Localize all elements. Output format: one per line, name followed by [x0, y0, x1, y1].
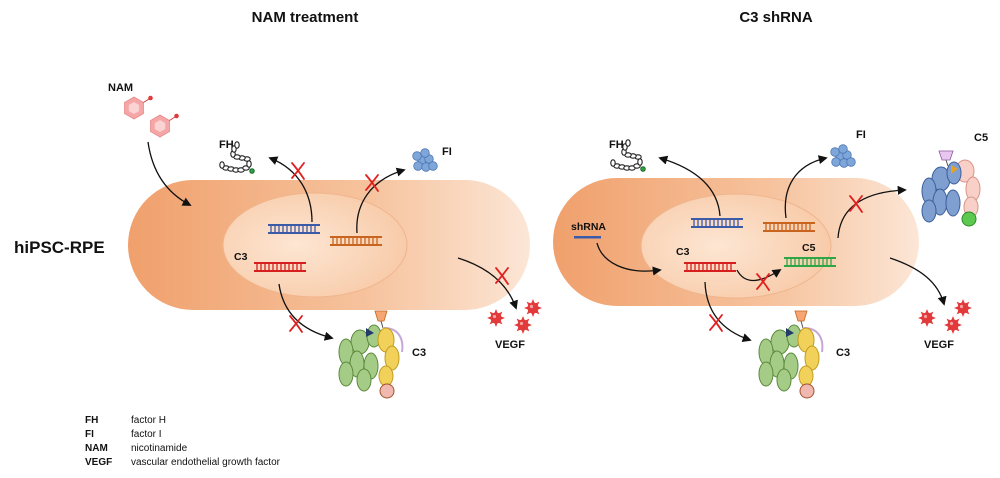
c3-gene-label: C3 [234, 251, 248, 263]
nam-molecule-icon [124, 95, 154, 120]
c3-secretion-arrow [278, 283, 334, 341]
legend-abbr: VEGF [85, 457, 112, 468]
vegf-secretion-arrow [457, 257, 518, 310]
c3-secretion-arrow [704, 281, 752, 343]
cell-type-label: hiPSC-RPE [14, 238, 105, 257]
left-panel: NAM C3 FH FI C3 VEGF [108, 82, 542, 399]
c5-protein-icon [921, 150, 981, 227]
c3-block-mark [289, 315, 303, 333]
vegf-secretion-arrow [889, 257, 947, 306]
c5-gene-label: C5 [802, 242, 816, 254]
c3-protein-icon [758, 310, 824, 399]
fh-label: FH [609, 139, 624, 151]
legend-full: vascular endothelial growth factor [131, 457, 281, 468]
right-panel-title: C3 shRNA [739, 9, 813, 26]
c3-protein-label: C3 [836, 347, 850, 359]
fh-secretion-arrow [268, 156, 313, 223]
vegf-label: VEGF [495, 339, 525, 351]
shrna-entry-arrow [596, 242, 662, 276]
fi-secretion-arrow [784, 155, 828, 219]
vegf-molecule-icon [944, 316, 962, 334]
vegf-molecule-icon [954, 299, 972, 317]
nam-label: NAM [108, 82, 133, 94]
nam-entry-arrow [147, 141, 192, 206]
legend-abbr: NAM [85, 443, 108, 454]
legend-full: nicotinamide [131, 443, 188, 454]
vegf-molecule-icon [487, 309, 505, 327]
c3-gene-label: C3 [676, 246, 690, 258]
fh-label: FH [219, 139, 234, 151]
shrna-label: shRNA [571, 221, 606, 233]
legend-full: factor I [131, 429, 162, 440]
vegf-molecule-icon [514, 316, 532, 334]
c3-protein-label: C3 [412, 347, 426, 359]
right-panel: shRNA C3 C5 FH FI C5 C3 VE [553, 129, 988, 399]
c3-to-c5-arrow [736, 269, 782, 282]
legend-full: factor H [131, 415, 166, 426]
abbreviation-legend: FH factor H FI factor I NAM nicotinamide… [85, 415, 281, 468]
c3-protein-icon [338, 310, 404, 399]
c5-protein-label: C5 [974, 132, 988, 144]
fi-protein-icon [412, 148, 438, 172]
vegf-molecule-icon [524, 299, 542, 317]
fh-secretion-arrow [658, 155, 721, 217]
fh-block-mark [291, 162, 305, 180]
left-panel-title: NAM treatment [252, 9, 359, 26]
fi-label: FI [856, 129, 866, 141]
shrna-strand-icon [574, 236, 601, 239]
vegf-molecule-icon [918, 309, 936, 327]
fi-label: FI [442, 146, 452, 158]
fi-secretion-arrow [356, 167, 406, 234]
vegf-label: VEGF [924, 339, 954, 351]
legend-abbr: FI [85, 429, 94, 440]
fi-protein-icon [830, 144, 856, 168]
legend-abbr: FH [85, 415, 98, 426]
nam-molecule-icon [150, 113, 180, 138]
